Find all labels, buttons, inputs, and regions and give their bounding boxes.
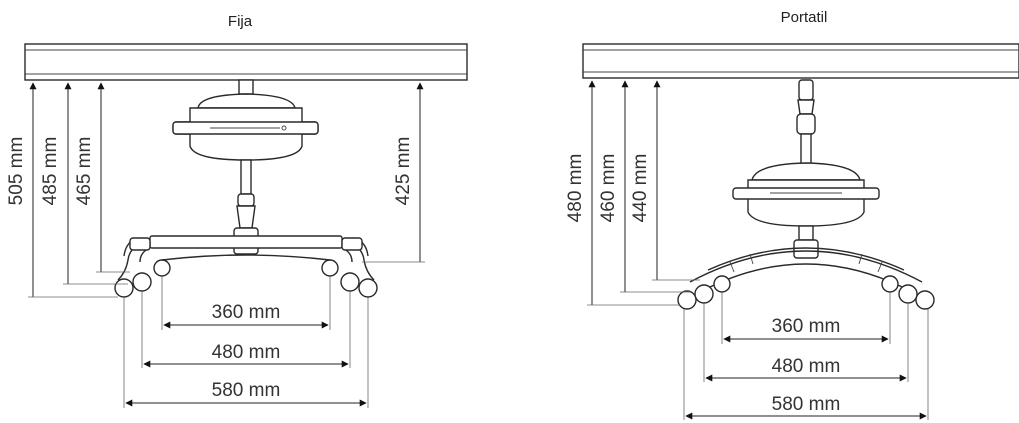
dim-480-portatil: 480 mm <box>772 356 841 377</box>
dim-465: 465 mm <box>74 137 95 206</box>
dim-440: 440 mm <box>630 154 651 223</box>
strap-hook-portatil <box>796 79 816 165</box>
strap-hook-fija <box>233 159 259 255</box>
dim-360-portatil: 360 mm <box>772 316 841 337</box>
ceiling-rail-portatil <box>582 43 1019 79</box>
lift-motor-portatil <box>732 162 880 259</box>
vertical-dims-fija: 505 mm 485 mm 465 mm 425 mm <box>6 82 425 298</box>
vertical-dims-portatil: 480 mm 460 mm 440 mm <box>565 80 700 306</box>
dim-505: 505 mm <box>6 137 27 206</box>
dim-480: 480 mm <box>212 342 281 363</box>
panel-title-fija: Fija <box>228 13 253 30</box>
lift-motor-fija <box>172 79 319 161</box>
horizontal-dims-fija: 360 mm 480 mm 580 mm <box>123 276 369 408</box>
dim-580: 580 mm <box>212 380 281 401</box>
panel-fija: Fija <box>6 13 468 408</box>
dim-485: 485 mm <box>40 137 61 206</box>
panel-portatil: Portatil <box>565 9 1019 420</box>
dim-360: 360 mm <box>212 302 281 323</box>
ceiling-rail-fija <box>24 43 468 81</box>
horizontal-dims-portatil: 360 mm 480 mm 580 mm <box>683 292 929 420</box>
panel-title-portatil: Portatil <box>781 9 828 26</box>
spreader-bar-fija <box>114 235 378 298</box>
dim-460: 460 mm <box>598 154 619 223</box>
spreader-bar-portatil <box>677 247 935 310</box>
dim-425: 425 mm <box>393 137 414 206</box>
dim-480-vertical: 480 mm <box>565 154 586 223</box>
dim-580-portatil: 580 mm <box>772 394 841 415</box>
